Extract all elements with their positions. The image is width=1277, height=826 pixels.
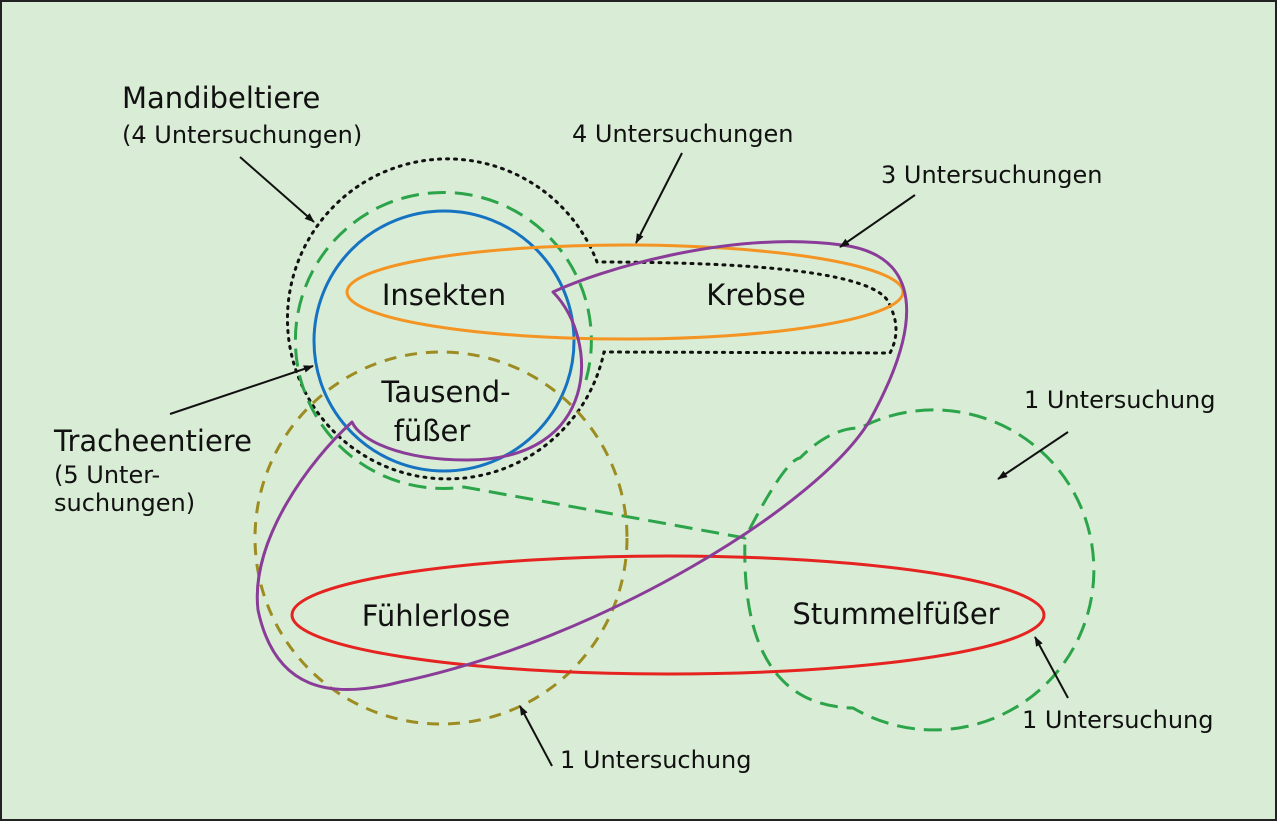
arrow-red bbox=[1034, 636, 1069, 699]
tracheentiere-dashed-outline bbox=[293, 190, 1096, 732]
arrow-olive bbox=[519, 705, 553, 767]
group-fuehlerlose: Fühlerlose bbox=[362, 599, 510, 633]
arrow-orange bbox=[635, 152, 683, 244]
tracheentiere-solid-circle bbox=[312, 209, 576, 473]
purple-loop bbox=[255, 240, 909, 692]
group-krebse: Krebse bbox=[706, 278, 806, 312]
arrow-green-right bbox=[997, 431, 1069, 480]
label-mandibeltiere-title: Mandibeltiere bbox=[122, 81, 320, 115]
olive-dashed-circle bbox=[253, 350, 629, 726]
label-tracheentiere-sub-2: suchungen) bbox=[54, 489, 195, 517]
red-ellipse bbox=[290, 554, 1046, 676]
label-tracheentiere-sub-1: (5 Unter- bbox=[54, 461, 160, 489]
arrow-purple bbox=[839, 194, 916, 248]
group-tausendfuesser-line1: Tausend- bbox=[380, 375, 510, 409]
label-mandibeltiere-sub: (4 Untersuchungen) bbox=[122, 121, 362, 149]
label-orange-studies: 4 Untersuchungen bbox=[572, 120, 793, 148]
group-stummelfuesser: Stummelfüßer bbox=[792, 597, 999, 631]
label-red-studies: 1 Untersuchung bbox=[1022, 706, 1214, 734]
label-green-right-studies: 1 Untersuchung bbox=[1024, 386, 1216, 414]
arrow-tracheentiere bbox=[169, 365, 314, 415]
label-purple-studies: 3 Untersuchungen bbox=[881, 161, 1102, 189]
group-tausendfuesser-line2: füßer bbox=[394, 414, 471, 448]
label-olive-studies: 1 Untersuchung bbox=[560, 746, 752, 774]
group-insekten: Insekten bbox=[382, 278, 506, 312]
arrow-mandibeltiere bbox=[239, 156, 315, 223]
orange-ellipse bbox=[345, 243, 905, 341]
label-tracheentiere-title: Tracheentiere bbox=[53, 424, 252, 458]
